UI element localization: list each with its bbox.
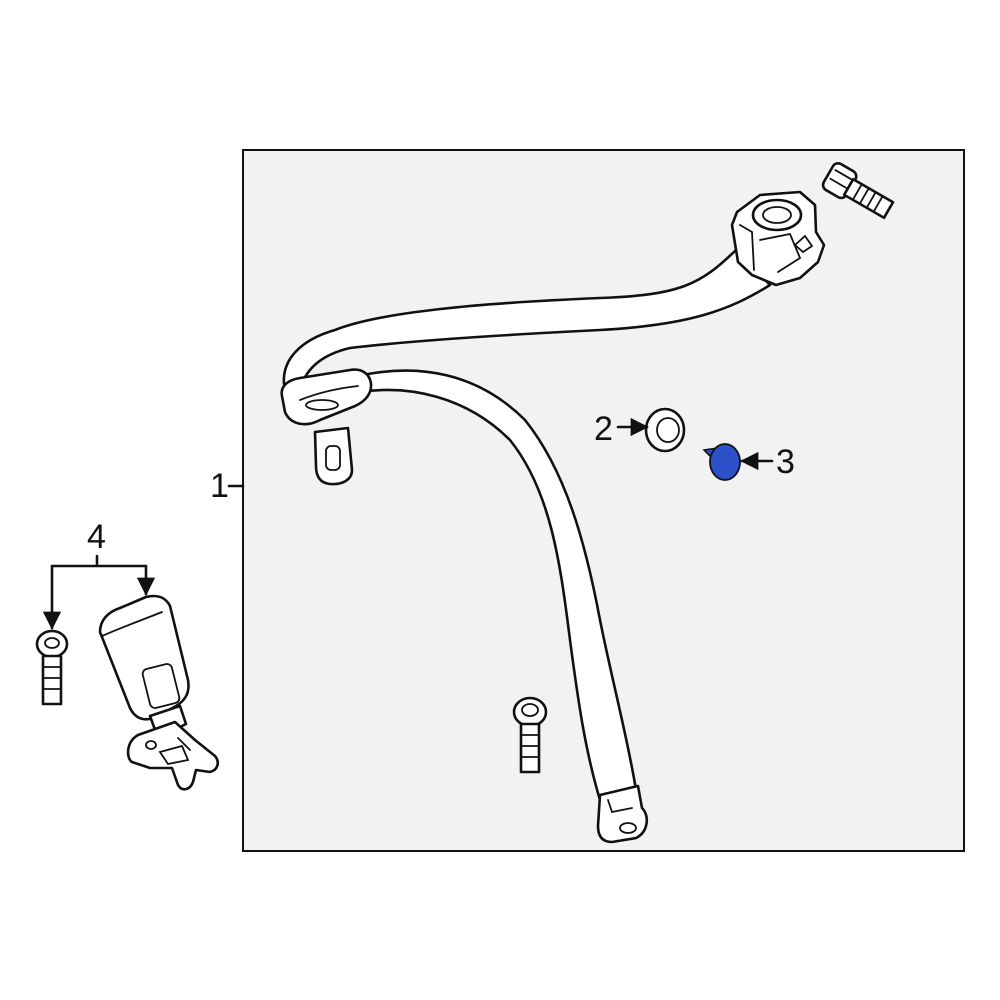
clip-highlighted[interactable] [702,443,741,481]
svg-text:3: 3 [776,443,795,481]
callout-4: 4 [42,518,156,630]
callout-3: 3 [740,443,795,481]
upper-anchor-bolt[interactable] [821,161,897,222]
svg-text:4: 4 [87,518,106,556]
svg-text:1: 1 [210,467,229,505]
belt-guide-tongue [280,368,373,486]
seat-belt-assembly[interactable] [280,190,826,844]
callout-1: 1 [210,467,245,505]
buckle-bolt[interactable] [35,629,69,706]
buckle-assembly[interactable] [98,594,220,791]
svg-text:2: 2 [594,410,613,448]
retractor [730,190,826,287]
grommet[interactable] [644,407,686,453]
callout-2: 2 [594,410,649,448]
lower-anchor-plate [596,784,649,844]
lower-anchor-bolt[interactable] [512,696,548,774]
